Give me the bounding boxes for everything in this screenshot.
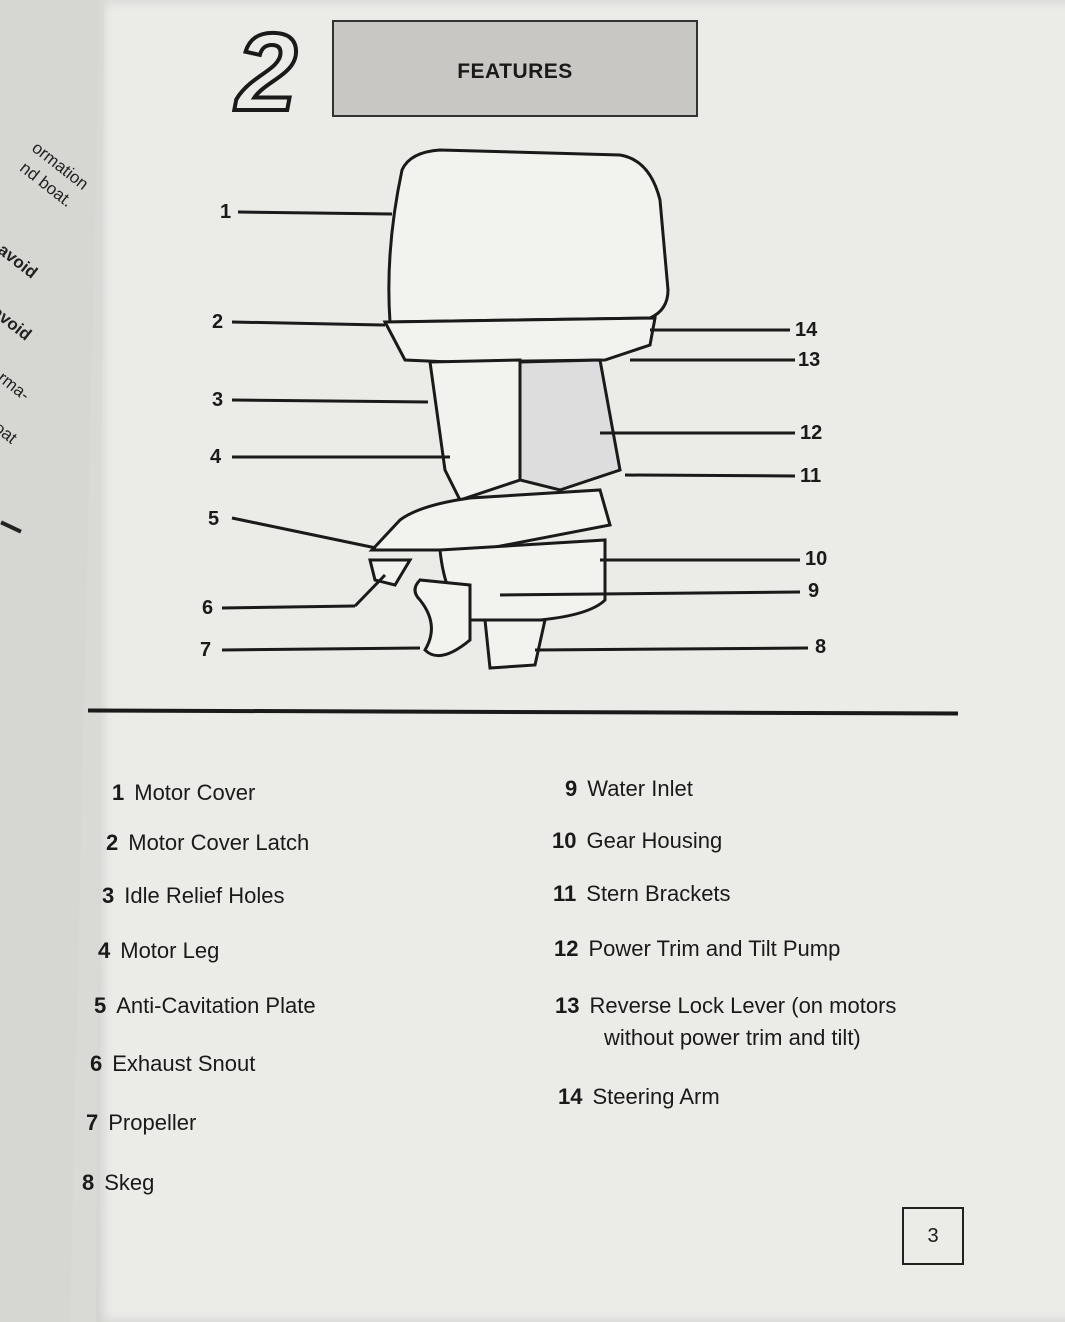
- feature-item: 14 Steering Arm: [558, 1084, 720, 1110]
- feature-label: Propeller: [108, 1110, 197, 1135]
- feature-number: 6: [90, 1051, 103, 1076]
- leader-lines: [221, 210, 809, 652]
- feature-number: 9: [565, 776, 578, 801]
- skeg-shape: [483, 618, 547, 670]
- feature-number: 14: [558, 1084, 583, 1109]
- feature-label: Power Trim and Tilt Pump: [588, 936, 841, 961]
- feature-label: Steering Arm: [592, 1084, 720, 1109]
- feature-label: Water Inlet: [587, 776, 693, 801]
- feature-number: 2: [106, 830, 119, 855]
- feature-item-continued: without power trim and tilt): [604, 1025, 861, 1051]
- feature-item: 13 Reverse Lock Lever (on motors: [555, 993, 896, 1019]
- callout-6: 6: [202, 597, 214, 619]
- feature-item: 10 Gear Housing: [552, 828, 722, 854]
- feature-label: Motor Cover: [134, 780, 256, 805]
- feature-number: 7: [86, 1110, 99, 1135]
- feature-number: 13: [555, 993, 580, 1018]
- feature-label: Reverse Lock Lever (on motors: [589, 993, 897, 1018]
- page-title: FEATURES: [457, 60, 573, 83]
- feature-label: Stern Brackets: [586, 881, 731, 906]
- callout-2: 2: [212, 311, 224, 333]
- motor-leg-shape: [428, 358, 522, 502]
- feature-number: 10: [552, 828, 577, 853]
- header-box: FEATURES: [332, 20, 698, 117]
- feature-label: Gear Housing: [586, 828, 723, 853]
- lower-cowl-shape: [382, 316, 657, 364]
- feature-number: 8: [82, 1170, 95, 1195]
- callout-9: 9: [808, 580, 820, 602]
- callout-11: 11: [800, 465, 822, 487]
- feature-label: Idle Relief Holes: [124, 883, 285, 908]
- callout-1: 1: [220, 201, 232, 223]
- feature-number: 5: [94, 993, 107, 1018]
- callout-14: 14: [795, 319, 818, 341]
- feature-label: Skeg: [104, 1170, 155, 1195]
- feature-item: 9 Water Inlet: [565, 776, 693, 802]
- callout-10: 10: [805, 548, 828, 570]
- feature-number: 4: [98, 938, 111, 963]
- feature-number: 1: [112, 780, 125, 805]
- callout-3: 3: [212, 389, 224, 411]
- feature-item: 8 Skeg: [82, 1170, 154, 1196]
- callout-5: 5: [208, 508, 220, 530]
- feature-item: 2 Motor Cover Latch: [106, 830, 309, 856]
- callout-8: 8: [815, 636, 827, 658]
- feature-number: 11: [553, 881, 577, 906]
- stern-bracket-shape: [518, 358, 622, 492]
- callout-13: 13: [798, 349, 821, 371]
- page-number: 3: [902, 1207, 964, 1265]
- feature-number: 12: [554, 936, 579, 961]
- callout-4: 4: [210, 446, 222, 468]
- feature-item: 6 Exhaust Snout: [90, 1051, 255, 1077]
- feature-item: 3 Idle Relief Holes: [102, 883, 284, 909]
- feature-label: Anti-Cavitation Plate: [116, 993, 316, 1018]
- callout-7: 7: [200, 639, 212, 661]
- propeller-shape: [413, 578, 472, 658]
- feature-item: 7 Propeller: [86, 1110, 196, 1136]
- feature-label: Motor Leg: [120, 938, 220, 963]
- feature-item: 5 Anti-Cavitation Plate: [94, 993, 316, 1019]
- chapter-number: 2: [234, 11, 299, 134]
- feature-item: 11 Stern Brackets: [553, 881, 731, 907]
- feature-label: without power trim and tilt): [604, 1025, 861, 1050]
- feature-label: Exhaust Snout: [112, 1051, 256, 1076]
- feature-item: 1 Motor Cover: [112, 780, 255, 806]
- callout-12: 12: [800, 422, 823, 444]
- motor-illustration: [368, 148, 670, 670]
- motor-cover-shape: [387, 148, 670, 324]
- feature-number: 3: [102, 883, 115, 908]
- feature-label: Motor Cover Latch: [128, 830, 310, 855]
- anti-cavitation-plate-shape: [368, 488, 612, 552]
- outboard-motor-diagram: [221, 148, 809, 670]
- feature-item: 4 Motor Leg: [98, 938, 219, 964]
- exhaust-snout-shape: [368, 558, 413, 587]
- feature-item: 12 Power Trim and Tilt Pump: [554, 936, 840, 962]
